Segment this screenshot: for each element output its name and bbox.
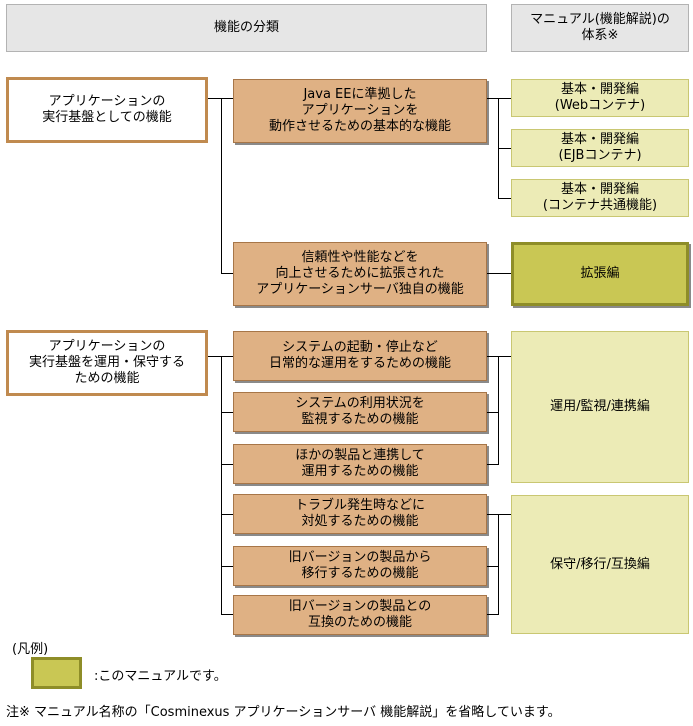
function-migration: 旧バージョンの製品から 移行するための機能 xyxy=(233,546,487,586)
function-monitoring: システムの利用状況を 監視するための機能 xyxy=(233,392,487,432)
function-javaee-basic: Java EEに準拠した アプリケーションを 動作させるための基本的な機能 xyxy=(233,79,487,143)
legend-description: :このマニュアルです。 xyxy=(94,669,227,684)
legend-swatch xyxy=(31,657,82,689)
function-integration: ほかの製品と連携して 運用するための機能 xyxy=(233,444,487,484)
function-daily-operation: システムの起動・停止など 日常的な運用をするための機能 xyxy=(233,331,487,381)
function-extended: 信頼性や性能などを 向上させるために拡張された アプリケーションサーバ独自の機能 xyxy=(233,242,487,306)
manual-basic-ejb-container: 基本・開発編 (EJBコンテナ) xyxy=(511,129,689,167)
legend-title: (凡例) xyxy=(12,642,49,657)
footnote: 注※ マニュアル名称の「Cosminexus アプリケーションサーバ 機能解説」… xyxy=(6,705,561,720)
manual-extended-this: 拡張編 xyxy=(511,242,689,306)
function-compatibility: 旧バージョンの製品との 互換のための機能 xyxy=(233,595,487,635)
manual-basic-common: 基本・開発編 (コンテナ共通機能) xyxy=(511,179,689,217)
header-manual-system: マニュアル(機能解説)の 体系※ xyxy=(511,4,689,52)
category-operation-maintenance: アプリケーションの 実行基盤を運用・保守する ための機能 xyxy=(6,330,208,396)
manual-maintenance-migration-compatibility: 保守/移行/互換編 xyxy=(511,495,689,634)
function-troubleshooting: トラブル発生時などに 対処するための機能 xyxy=(233,494,487,534)
header-function-category: 機能の分類 xyxy=(6,4,487,52)
manual-operation-monitoring-integration: 運用/監視/連携編 xyxy=(511,331,689,483)
category-runtime-foundation: アプリケーションの 実行基盤としての機能 xyxy=(6,77,208,143)
manual-basic-web-container: 基本・開発編 (Webコンテナ) xyxy=(511,79,689,117)
